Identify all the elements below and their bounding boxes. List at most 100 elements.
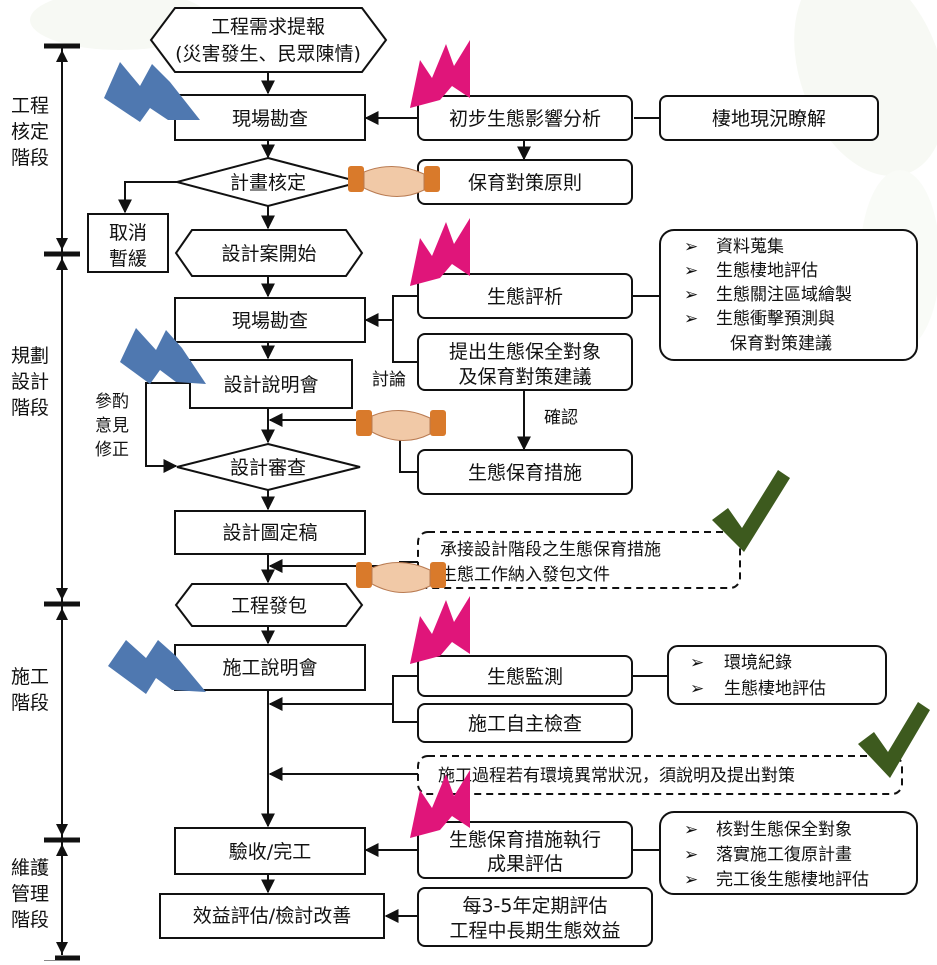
design-final-box: 設計圖定稿 xyxy=(174,510,366,555)
stage-label-line: 設計 xyxy=(11,371,49,393)
checkmark-icon xyxy=(712,470,790,552)
design-review-decision: 設計審查 xyxy=(176,442,361,492)
propose-label-line: 提出生態保全對象 xyxy=(449,341,601,363)
stage-label-line: 施工 xyxy=(11,666,49,688)
stage-label-line: 核定 xyxy=(11,121,49,143)
pink-burst-icon xyxy=(410,770,470,838)
bidding-label: 工程發包 xyxy=(231,595,307,617)
eco-eval-item: 生態關注區域繪製 xyxy=(716,285,852,305)
construction-briefing-label: 施工說明會 xyxy=(222,657,317,679)
execution-item: 完工後生態棲地評估 xyxy=(716,870,869,890)
bullet-icon: ➢ xyxy=(684,820,698,840)
measures-label: 生態保育措施 xyxy=(468,462,582,484)
cancel-label-line: 取消 xyxy=(109,222,147,244)
monitoring-item: 生態棲地評估 xyxy=(724,679,826,699)
survey-box-2: 現場勘查 xyxy=(174,297,366,343)
design-briefing-box: 設計說明會 xyxy=(189,359,353,409)
acceptance-box: 驗收/完工 xyxy=(174,827,366,875)
blue-arrow-icon xyxy=(120,328,206,384)
checkmark-icon xyxy=(858,702,930,778)
measures-box: 生態保育措施 xyxy=(417,449,633,495)
pink-burst-icon xyxy=(410,40,470,108)
stage-label-line: 工程 xyxy=(11,95,49,117)
stage-label-line: 階段 xyxy=(11,397,49,419)
stage-label-line: 規劃 xyxy=(11,345,49,367)
survey-box-1: 現場勘查 xyxy=(174,94,366,141)
anomaly-box: 施工過程若有環境異常狀況，須說明及提出對策 xyxy=(417,755,903,795)
discuss-label: 討論 xyxy=(372,370,406,390)
design-start-node: 設計案開始 xyxy=(174,229,364,277)
stage-label-line: 管理 xyxy=(11,883,49,905)
start-node: 工程需求提報 (災害發生、民眾陳情) xyxy=(149,7,388,73)
execution-item: 核對生態保全對象 xyxy=(716,820,852,840)
eco-flow-connectors xyxy=(268,111,668,923)
monitoring-item: 環境紀錄 xyxy=(724,653,792,673)
eco-evaluation-box: 生態評析 xyxy=(417,273,633,319)
eco-eval-item: 生態衝擊預測與 xyxy=(716,309,835,329)
eco-eval-item: 生態棲地評估 xyxy=(716,261,818,281)
periodic-box: 每3-5年定期評估 工程中長期生態效益 xyxy=(417,887,653,947)
handover-line: 承接設計階段之生態保育措施 xyxy=(440,540,661,560)
bullet-icon: ➢ xyxy=(690,679,704,699)
propose-box: 提出生態保全對象 及保育對策建議 xyxy=(417,333,633,391)
principles-box: 保育對策原則 xyxy=(417,159,633,205)
execution-items-box: ➢ 核對生態保全對象 ➢ 落實施工復原計畫 ➢ 完工後生態棲地評估 xyxy=(659,811,918,895)
execution-box: 生態保育措施執行 成果評估 xyxy=(417,821,633,879)
bullet-icon: ➢ xyxy=(690,653,704,673)
bullet-icon: ➢ xyxy=(684,845,698,865)
stage-label-line: 維護 xyxy=(11,857,49,879)
plan-review-label: 計畫核定 xyxy=(230,172,306,194)
monitoring-items-box: ➢ 環境紀錄 ➢ 生態棲地評估 xyxy=(667,645,887,705)
handshake-icon xyxy=(356,562,446,593)
anomaly-label: 施工過程若有環境異常狀況，須說明及提出對策 xyxy=(438,766,795,786)
self-check-label: 施工自主檢查 xyxy=(468,713,582,735)
stage-label-line: 階段 xyxy=(11,147,49,169)
bidding-node: 工程發包 xyxy=(174,583,364,627)
stage-label-approval: 工程 核定 階段 xyxy=(5,90,55,172)
feedback-line: 修正 xyxy=(95,440,129,460)
pink-burst-icon xyxy=(410,218,470,286)
periodic-label-line: 工程中長期生態效益 xyxy=(449,920,620,942)
feedback-line: 意見 xyxy=(95,416,129,436)
survey-label: 現場勘查 xyxy=(232,108,308,130)
pink-burst-icon xyxy=(410,596,470,664)
bullet-icon: ➢ xyxy=(684,309,698,329)
stage-label-design: 規劃 設計 階段 xyxy=(5,340,55,422)
start-subtitle: (災害發生、民眾陳情) xyxy=(175,43,361,65)
eco-eval-item: 保育對策建議 xyxy=(730,334,832,354)
design-start-label: 設計案開始 xyxy=(221,243,316,265)
periodic-label-line: 每3-5年定期評估 xyxy=(462,895,607,917)
eco-eval-item: 資料蒐集 xyxy=(716,237,784,257)
construction-briefing-box: 施工說明會 xyxy=(174,644,366,691)
eco-evaluation-label: 生態評析 xyxy=(487,286,563,308)
cancel-box: 取消 暫緩 xyxy=(87,213,169,273)
design-final-label: 設計圖定稿 xyxy=(222,522,317,544)
stage-timeline xyxy=(44,43,80,961)
stage-label-line: 階段 xyxy=(11,909,49,931)
bullet-icon: ➢ xyxy=(684,261,698,281)
eco-evaluation-items-box: ➢ 資料蒐集 ➢ 生態棲地評估 ➢ 生態關注區域繪製 ➢ 生態衝擊預測與 保育對… xyxy=(659,229,918,361)
cancel-label-line: 暫緩 xyxy=(109,248,147,270)
feedback-label: 參酌 意見 修正 xyxy=(95,392,129,460)
design-briefing-label: 設計說明會 xyxy=(223,374,318,396)
blue-arrow-icon xyxy=(108,640,206,694)
stage-label-construction: 施工 階段 xyxy=(5,660,55,718)
plan-review-decision: 計畫核定 xyxy=(173,156,364,208)
monitoring-label: 生態監測 xyxy=(487,666,563,688)
main-flow-connectors xyxy=(118,72,275,894)
evaluation-label: 效益評估/檢討改善 xyxy=(193,905,351,927)
feedback-line: 參酌 xyxy=(95,392,129,412)
confirm-label: 確認 xyxy=(544,408,578,428)
blue-arrow-icon xyxy=(104,62,200,122)
bullet-icon: ➢ xyxy=(684,870,698,890)
evaluation-box: 效益評估/檢討改善 xyxy=(159,893,385,939)
self-check-box: 施工自主檢查 xyxy=(417,703,633,743)
bullet-icon: ➢ xyxy=(684,237,698,257)
habitat-survey-label: 棲地現況瞭解 xyxy=(712,108,826,130)
stage-label-line: 階段 xyxy=(11,692,49,714)
execution-item: 落實施工復原計畫 xyxy=(716,845,852,865)
principles-label: 保育對策原則 xyxy=(468,172,582,194)
handover-box: 承接設計階段之生態保育措施 生態工作納入發包文件 xyxy=(417,531,741,589)
initial-analysis-box: 初步生態影響分析 xyxy=(417,95,633,141)
